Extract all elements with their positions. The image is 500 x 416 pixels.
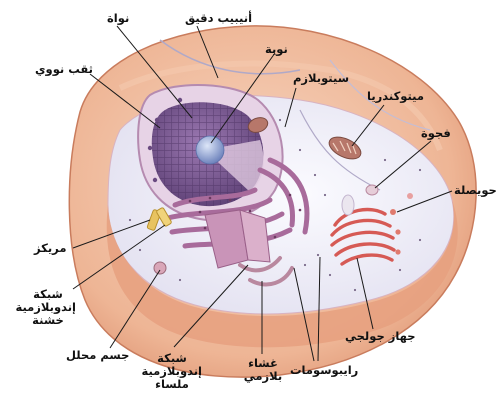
label-vacuole: فجوة bbox=[421, 126, 451, 140]
leader-lines bbox=[72, 25, 453, 362]
label-lysosome: جسم محلل bbox=[66, 348, 130, 362]
label-ribosomes: رايبوسومات bbox=[290, 363, 359, 377]
golgi-shape bbox=[330, 207, 396, 266]
label-nucleolus: نوية bbox=[265, 42, 288, 56]
label-mitochondria: ميتوكندريا bbox=[367, 89, 425, 103]
mitochondrion-shape bbox=[247, 117, 362, 160]
label-rough-er: شبكة إندوبلازمية خشنة bbox=[15, 287, 76, 327]
centriole-shape bbox=[146, 207, 172, 231]
label-centriole: مريكز bbox=[34, 241, 67, 255]
label-nuclear-pore: ثقب نووي bbox=[35, 62, 93, 76]
label-nucleus: نواة bbox=[107, 11, 130, 25]
label-microtubule: أنيبيب دقيق bbox=[185, 11, 253, 25]
label-smooth-er: شبكة إندوبلازمية ملساء bbox=[141, 351, 202, 391]
label-cytoplasm: سيتوبلازم bbox=[293, 71, 350, 85]
label-vesicle: حويصلة bbox=[454, 183, 497, 197]
label-cell-membrane: غشاء بلازمي bbox=[243, 356, 283, 383]
smooth-er-shape bbox=[238, 256, 294, 287]
lysosome-shape bbox=[153, 261, 167, 275]
label-golgi: جهاز جولجي bbox=[345, 329, 416, 343]
nucleolus-shape bbox=[195, 135, 225, 165]
